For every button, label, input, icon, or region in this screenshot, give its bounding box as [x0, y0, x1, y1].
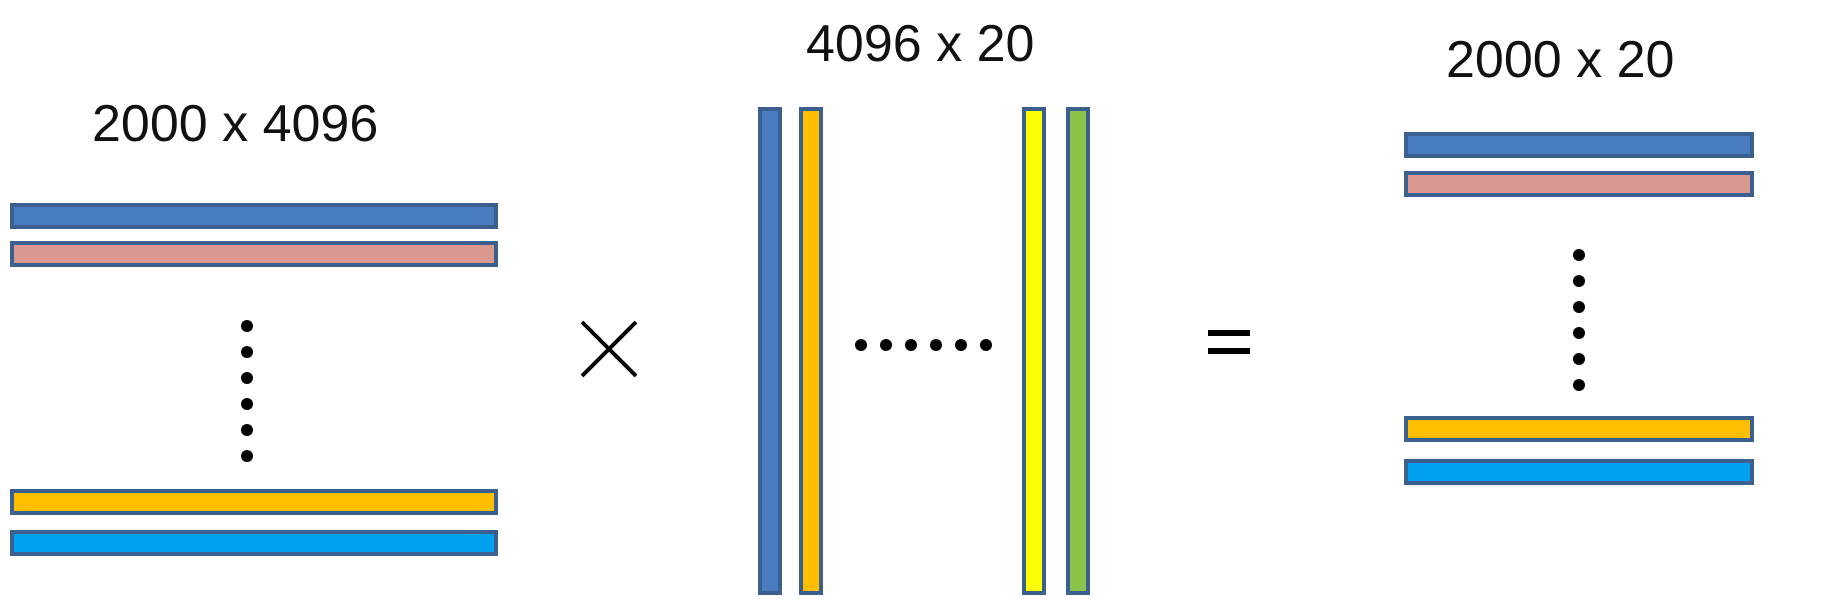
middle-matrix-column-2 [799, 107, 823, 595]
middle-matrix-column-1 [758, 107, 782, 595]
ellipsis-dot [241, 424, 253, 436]
right-matrix-row-2 [1404, 171, 1754, 197]
left-matrix-row-4 [10, 530, 498, 556]
ellipsis-dot [241, 398, 253, 410]
ellipsis-dot [1573, 249, 1585, 261]
ellipsis-dot [980, 339, 992, 351]
ellipsis-dot [1573, 275, 1585, 287]
ellipsis-dot [1573, 301, 1585, 313]
right-matrix-row-4 [1404, 459, 1754, 485]
right-matrix-row-1 [1404, 132, 1754, 158]
ellipsis-dot [1573, 327, 1585, 339]
ellipsis-dot [955, 339, 967, 351]
right-matrix-row-3 [1404, 416, 1754, 442]
middle-matrix-label: 4096 x 20 [806, 15, 1035, 73]
multiply-operator [578, 318, 640, 384]
ellipsis-dot [241, 346, 253, 358]
equals-operator [1208, 326, 1250, 364]
middle-matrix-column-3 [1022, 107, 1046, 595]
right-matrix-label: 2000 x 20 [1446, 31, 1675, 89]
ellipsis-dot [855, 339, 867, 351]
ellipsis-dot [930, 339, 942, 351]
multiply-icon [580, 320, 638, 378]
middle-matrix-column-4 [1066, 107, 1090, 595]
ellipsis-dot [880, 339, 892, 351]
ellipsis-dot [1573, 379, 1585, 391]
equals-icon [1208, 330, 1250, 354]
ellipsis-dot [1573, 353, 1585, 365]
ellipsis-dot [241, 372, 253, 384]
ellipsis-dot [241, 450, 253, 462]
ellipsis-dot [241, 320, 253, 332]
left-matrix-row-1 [10, 203, 498, 229]
left-matrix-label: 2000 x 4096 [92, 95, 379, 153]
ellipsis-dot [905, 339, 917, 351]
left-matrix-row-3 [10, 489, 498, 515]
left-matrix-row-2 [10, 241, 498, 267]
